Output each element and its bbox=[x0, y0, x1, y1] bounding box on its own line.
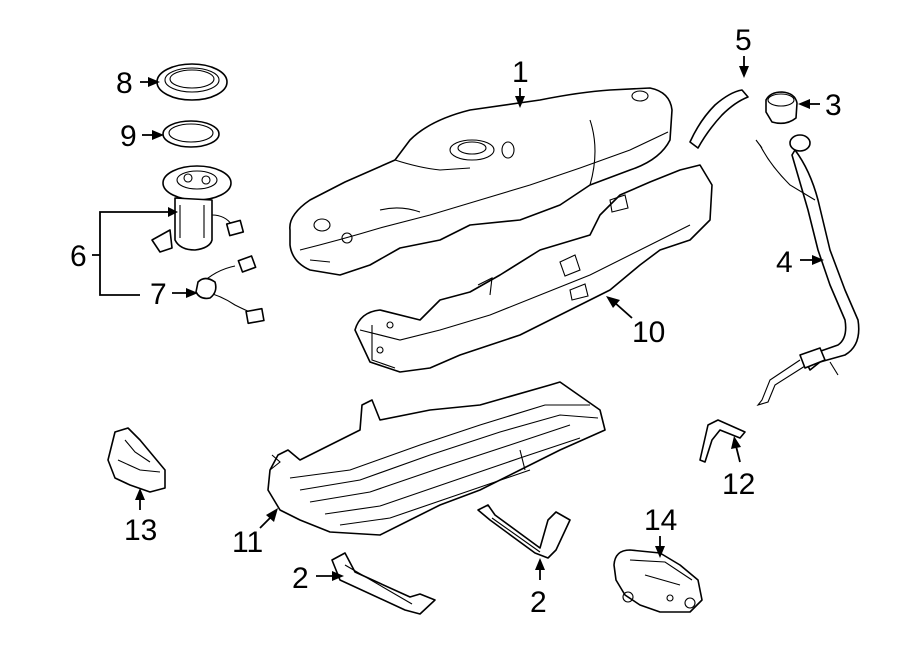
callout-numbers: 1 2 2 3 4 5 6 7 8 9 10 11 12 13 14 bbox=[70, 24, 842, 619]
callout-10: 10 bbox=[632, 316, 665, 349]
callout-4: 4 bbox=[776, 246, 793, 279]
callout-11: 11 bbox=[232, 526, 263, 559]
callout-13: 13 bbox=[124, 514, 157, 547]
part-9-seal bbox=[162, 120, 220, 148]
part-13-bracket bbox=[107, 427, 166, 493]
part-1-fuel-tank bbox=[289, 87, 673, 276]
callout-3: 3 bbox=[825, 89, 842, 122]
part-6-fuel-pump bbox=[151, 165, 245, 253]
callout-2-right: 2 bbox=[530, 586, 547, 619]
part-4-filler-pipe bbox=[755, 134, 860, 407]
part-8-lock-ring bbox=[156, 63, 228, 101]
callout-1: 1 bbox=[512, 56, 529, 89]
callout-12: 12 bbox=[722, 468, 755, 501]
callout-9: 9 bbox=[120, 120, 137, 153]
part-3-fuel-cap bbox=[765, 91, 798, 125]
part-2-strap-right bbox=[477, 504, 571, 559]
callout-5: 5 bbox=[735, 24, 752, 57]
part-14-canister bbox=[613, 549, 703, 613]
callout-2-left: 2 bbox=[292, 562, 309, 595]
part-5-hose bbox=[689, 89, 749, 149]
part-7-harness bbox=[195, 255, 265, 325]
callout-7: 7 bbox=[150, 278, 167, 311]
callout-6: 6 bbox=[70, 240, 87, 273]
leader-lines bbox=[92, 56, 824, 581]
part-12-bracket bbox=[699, 419, 746, 463]
part-10-shield bbox=[354, 164, 713, 373]
callout-8: 8 bbox=[116, 67, 133, 100]
callout-14: 14 bbox=[644, 504, 677, 537]
part-2-strap-left bbox=[331, 552, 436, 615]
part-11-skid-plate bbox=[267, 381, 606, 536]
